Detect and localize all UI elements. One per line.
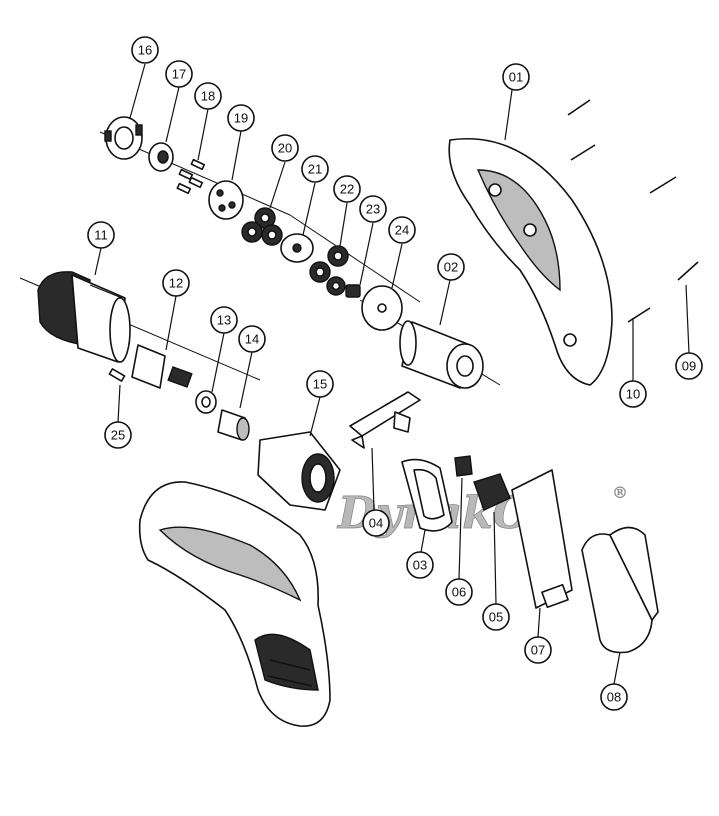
callout-25: 25 (104, 421, 132, 449)
callout-11: 11 (87, 221, 115, 249)
part-24-washer (361, 285, 403, 331)
callout-22-label: 22 (340, 182, 354, 197)
part-04-switch-trigger (349, 391, 421, 449)
callout-05-label: 05 (489, 610, 503, 625)
callout-03: 03 (406, 551, 434, 579)
callout-06-label: 06 (452, 585, 466, 600)
part-12-spindle (131, 344, 193, 389)
part-21-sun-plate (280, 233, 314, 263)
callout-18: 18 (194, 82, 222, 110)
part-22-planet-gears (309, 245, 349, 296)
callout-02: 02 (437, 253, 465, 281)
callout-01-label: 01 (509, 70, 523, 85)
part-01-housing-half (448, 138, 613, 386)
part-16-ring-nut (104, 116, 143, 160)
callout-24: 24 (388, 216, 416, 244)
callout-12: 12 (162, 269, 190, 297)
callout-15-label: 15 (313, 377, 327, 392)
part-17-collar (148, 142, 174, 172)
callout-12-label: 12 (169, 276, 183, 291)
callout-09: 09 (675, 352, 703, 380)
callout-02-label: 02 (444, 260, 458, 275)
callout-16-label: 16 (138, 43, 152, 58)
callout-19-label: 19 (234, 111, 248, 126)
main-housing (138, 481, 331, 727)
part-14-bushing (217, 409, 250, 441)
callout-08-label: 08 (607, 690, 621, 705)
callout-07: 07 (524, 636, 552, 664)
callout-13-label: 13 (217, 313, 231, 328)
part-13-washer (195, 390, 217, 414)
leader-lines (94, 63, 690, 685)
callout-08: 08 (600, 683, 628, 711)
callout-17-label: 17 (172, 67, 186, 82)
callout-04-label: 04 (369, 516, 383, 531)
callout-13: 13 (210, 306, 238, 334)
part-25-pin (108, 368, 126, 382)
callout-21-label: 21 (308, 162, 322, 177)
part-11-front-cap (37, 271, 131, 363)
watermark-registered-mark: ® (612, 483, 628, 502)
callout-10: 10 (619, 380, 647, 408)
callout-19: 19 (227, 104, 255, 132)
callout-01: 01 (502, 63, 530, 91)
part-02-motor (399, 320, 484, 389)
callout-09-label: 09 (682, 359, 696, 374)
callout-18-label: 18 (201, 89, 215, 104)
part-18-pins (176, 158, 206, 195)
part-23-pinion (345, 284, 361, 298)
callout-23: 23 (359, 195, 387, 223)
callout-20: 20 (271, 134, 299, 162)
callout-20-label: 20 (278, 141, 292, 156)
part-07-circuit-board (511, 469, 573, 609)
part-15-gearbox-housing (257, 431, 341, 511)
callout-06: 06 (445, 578, 473, 606)
part-08-battery-pack (581, 526, 659, 654)
callout-21: 21 (301, 155, 329, 183)
callout-14-label: 14 (245, 332, 259, 347)
callout-25-label: 25 (111, 428, 125, 443)
callout-10-label: 10 (626, 387, 640, 402)
part-03-switch-frame (401, 458, 453, 532)
callout-03-label: 03 (413, 558, 427, 573)
screws (567, 99, 699, 323)
part-19-planet-carrier (208, 180, 244, 220)
callout-15: 15 (306, 370, 334, 398)
part-05-switch-block (473, 473, 511, 511)
callout-04: 04 (362, 509, 390, 537)
callout-14: 14 (238, 325, 266, 353)
callout-07-label: 07 (531, 643, 545, 658)
callout-23-label: 23 (366, 202, 380, 217)
callout-16: 16 (131, 36, 159, 64)
callout-17: 17 (165, 60, 193, 88)
part-20-planet-gears (241, 207, 283, 246)
callout-22: 22 (333, 175, 361, 203)
callout-11-label: 11 (94, 228, 108, 243)
callout-05: 05 (482, 603, 510, 631)
callout-24-label: 24 (395, 223, 409, 238)
part-06-spring (454, 455, 473, 477)
